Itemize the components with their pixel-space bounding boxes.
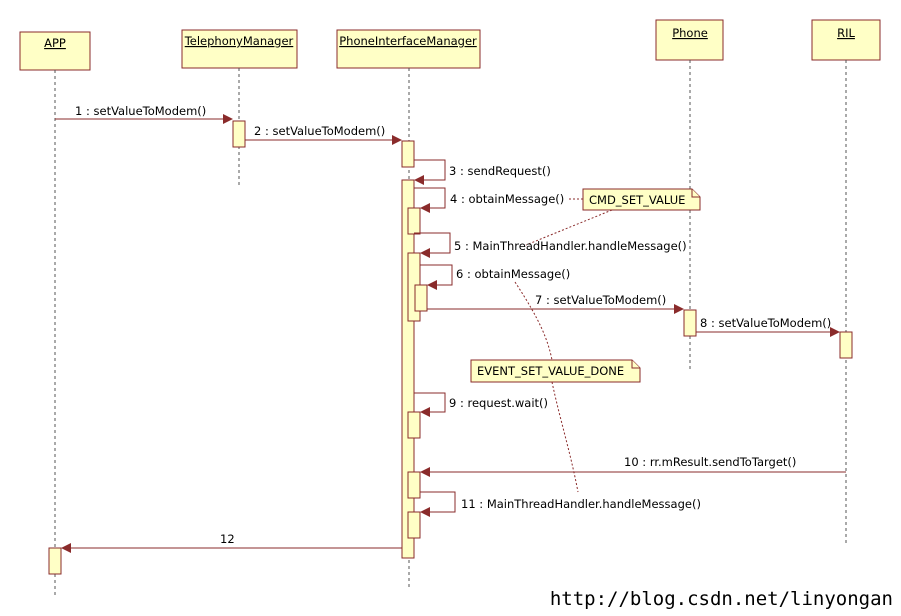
message-7-label: 7 : setValueToModem() (535, 293, 666, 307)
activation-pim-main (401, 179, 415, 559)
activation-pim-4 (407, 207, 421, 235)
message-11-label: 11 : MainThreadHandler.handleMessage() (461, 497, 701, 511)
message-5: 5 : MainThreadHandler.handleMessage() (414, 232, 687, 258)
lifeline-telephonymanager: TelephonyManager (181, 29, 298, 186)
lifeline-ril-label: RIL (837, 26, 855, 40)
note-cmd-set-value-text: CMD_SET_VALUE (589, 193, 685, 207)
lifeline-app: APP (19, 31, 91, 598)
message-8-label: 8 : setValueToModem() (700, 316, 831, 330)
lifeline-phoneinterfacemanager-label: PhoneInterfaceManager (339, 34, 477, 48)
activation-tm (232, 120, 246, 148)
watermark-text: http://blog.csdn.net/linyongan (550, 588, 893, 610)
lifeline-app-label: APP (44, 36, 66, 50)
lifeline-ril: RIL (811, 19, 881, 545)
message-3: 3 : sendRequest() (414, 159, 551, 185)
message-2-label: 2 : setValueToModem() (254, 124, 385, 138)
activation-pim-6 (414, 284, 428, 312)
note-event-set-value-done-text: EVENT_SET_VALUE_DONE (477, 364, 624, 378)
message-9: 9 : request.wait() (414, 392, 548, 417)
message-6-label: 6 : obtainMessage() (456, 267, 570, 281)
note-cmd-set-value: CMD_SET_VALUE (525, 188, 701, 246)
message-4: 4 : obtainMessage() (414, 187, 564, 213)
message-7: 7 : setValueToModem() (427, 293, 684, 314)
message-8: 8 : setValueToModem() (696, 316, 840, 337)
message-12: 12 (61, 532, 402, 553)
message-1-label: 1 : setValueToModem() (75, 104, 206, 118)
message-10: 10 : rr.mResult.sendToTarget() (420, 455, 846, 477)
activation-pim-9 (407, 411, 421, 439)
activation-pim-11 (407, 511, 421, 539)
activation-pim-1 (401, 140, 415, 168)
message-6: 6 : obtainMessage() (420, 264, 570, 290)
message-3-label: 3 : sendRequest() (449, 164, 551, 178)
activation-phone (683, 309, 697, 337)
message-11: 11 : MainThreadHandler.handleMessage() (420, 491, 701, 517)
note-event-set-value-done: EVENT_SET_VALUE_DONE (470, 281, 641, 493)
message-2: 2 : setValueToModem() (245, 124, 402, 145)
message-4-label: 4 : obtainMessage() (450, 192, 564, 206)
activation-app (48, 547, 62, 575)
activation-ril (839, 331, 853, 359)
activation-bars (48, 120, 853, 575)
message-1: 1 : setValueToModem() (55, 104, 233, 124)
message-12-label: 12 (220, 532, 235, 546)
message-5-label: 5 : MainThreadHandler.handleMessage() (454, 239, 687, 253)
lifeline-telephonymanager-label: TelephonyManager (184, 34, 294, 48)
message-9-label: 9 : request.wait() (449, 396, 548, 410)
activation-pim-10 (407, 471, 421, 499)
message-10-label: 10 : rr.mResult.sendToTarget() (624, 455, 796, 469)
lifeline-phone-label: Phone (672, 26, 708, 40)
